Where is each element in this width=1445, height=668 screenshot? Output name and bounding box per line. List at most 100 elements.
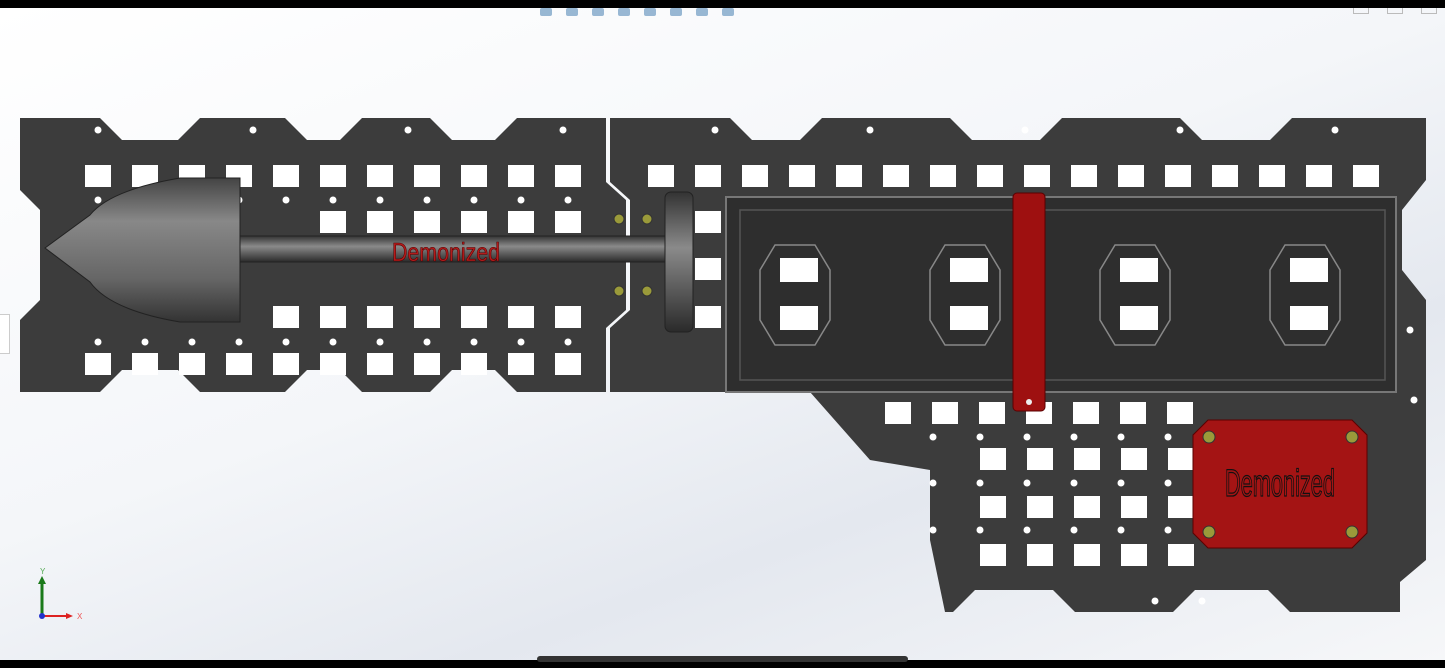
panel-slot	[695, 306, 721, 328]
close-icon[interactable]	[1421, 8, 1437, 14]
panel-slot	[1024, 165, 1050, 187]
zoom-fit-icon[interactable]	[566, 8, 578, 16]
panel-hole	[1021, 126, 1029, 134]
panel-slot	[1212, 165, 1238, 187]
panel-slot	[508, 165, 534, 187]
scene-icon[interactable]	[696, 8, 708, 16]
panel-slot	[648, 165, 674, 187]
bolts	[613, 213, 653, 297]
heads-up-toolbar[interactable]	[540, 8, 734, 18]
panel-hole	[423, 338, 431, 346]
tray-slot	[1138, 306, 1158, 330]
tray-slot	[780, 258, 800, 282]
panel-slot	[977, 165, 1003, 187]
panel-slot	[226, 353, 252, 375]
home-indicator[interactable]	[537, 656, 908, 662]
panel-slot	[461, 306, 487, 328]
panel-slot	[1121, 496, 1147, 518]
display-style-icon[interactable]	[618, 8, 630, 16]
panel-hole	[866, 126, 874, 134]
x-axis-label: X	[77, 612, 83, 621]
panel-slot	[883, 165, 909, 187]
panel-slot	[273, 306, 299, 328]
window-controls[interactable]	[1353, 8, 1437, 14]
panel-slot	[461, 165, 487, 187]
panel-hole	[235, 338, 243, 346]
panel-slot	[320, 165, 346, 187]
panel-slot	[1168, 448, 1194, 470]
panel-slot	[979, 402, 1005, 424]
hide-show-icon[interactable]	[644, 8, 656, 16]
panel-hole	[559, 126, 567, 134]
panel-slot	[695, 165, 721, 187]
tray-slot	[1120, 306, 1140, 330]
panel-slot	[555, 306, 581, 328]
panel-slot	[1165, 165, 1191, 187]
panel-slot	[1306, 165, 1332, 187]
panel-hole	[249, 126, 257, 134]
panel-slot	[1120, 402, 1146, 424]
panel-hole	[1023, 433, 1031, 441]
panel-slot	[1121, 544, 1147, 566]
panel-slot	[930, 165, 956, 187]
side-panel-tab[interactable]	[0, 314, 10, 354]
appearance-icon[interactable]	[670, 8, 682, 16]
tray-slot	[1308, 258, 1328, 282]
3d-viewport[interactable]: Demonized Demonized Y X	[0, 8, 1445, 662]
panel-slot	[1074, 448, 1100, 470]
panel-slot	[1027, 544, 1053, 566]
tray-cutout	[1269, 244, 1341, 346]
panel-holes	[85, 126, 1418, 605]
panel-slot	[414, 306, 440, 328]
panel-slot	[508, 306, 534, 328]
section-view-icon[interactable]	[592, 8, 604, 16]
shovel: Demonized	[44, 177, 694, 333]
tray-slot	[798, 258, 818, 282]
panel-slot	[885, 402, 911, 424]
shovel-shaft	[239, 235, 671, 263]
panel-hole	[282, 196, 290, 204]
panel-hole	[376, 338, 384, 346]
minimize-icon[interactable]	[1353, 8, 1369, 14]
panel-slot	[980, 544, 1006, 566]
tray-slot	[1138, 258, 1158, 282]
panel-hole	[423, 196, 431, 204]
view-settings-icon[interactable]	[722, 8, 734, 16]
tray-slot	[1120, 258, 1140, 282]
panel-hole	[1410, 396, 1418, 404]
panel-hole	[94, 338, 102, 346]
panel-slot	[85, 165, 111, 187]
panel-hole	[1023, 526, 1031, 534]
panel-slot	[695, 211, 721, 233]
tray-slot	[1290, 306, 1310, 330]
panel-hole	[141, 338, 149, 346]
panel-hole	[94, 126, 102, 134]
tray-slot	[968, 258, 988, 282]
tray-slot	[780, 306, 800, 330]
tray-slot	[1290, 258, 1310, 282]
panel-slot	[414, 211, 440, 233]
panel-hole	[564, 338, 572, 346]
panel-hole	[329, 196, 337, 204]
panel-hole	[329, 338, 337, 346]
panel-slot	[695, 258, 721, 280]
panel-hole	[1117, 433, 1125, 441]
panel-hole	[1164, 433, 1172, 441]
panel-hole	[929, 526, 937, 534]
panel-slot	[367, 353, 393, 375]
restore-icon[interactable]	[1387, 8, 1403, 14]
panel-slot	[789, 165, 815, 187]
panel-hole	[1070, 526, 1078, 534]
view-orientation-icon[interactable]	[540, 8, 552, 16]
panel-hole	[517, 338, 525, 346]
panel-slot	[273, 165, 299, 187]
panel-hole	[976, 433, 984, 441]
panel-hole	[1164, 479, 1172, 487]
red-strap	[1012, 192, 1046, 412]
panel-slot	[742, 165, 768, 187]
panel-hole	[1164, 526, 1172, 534]
tray-slot	[968, 306, 988, 330]
panel-slot	[367, 165, 393, 187]
panel-hole	[976, 526, 984, 534]
panel-slot	[461, 211, 487, 233]
